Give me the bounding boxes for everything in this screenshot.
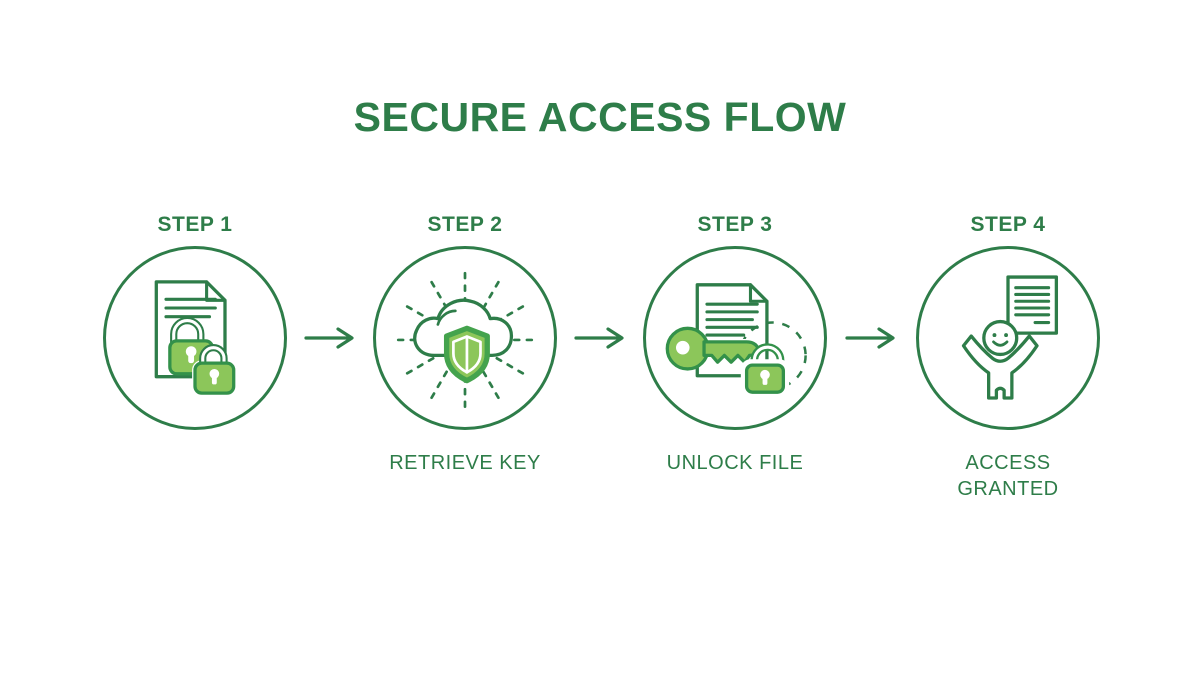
step-4-label: STEP 4: [970, 213, 1046, 236]
arrow-right-icon: [304, 327, 354, 349]
arrow-right-icon: [574, 327, 624, 349]
step-1-label: STEP 1: [157, 213, 233, 236]
person-with-file-icon: [961, 275, 1059, 400]
arrow-right-icon: [845, 327, 895, 349]
step-3-caption: UNLOCK FILE: [666, 452, 804, 474]
step-4-circle: [916, 246, 1100, 430]
page-title: SECURE ACCESS FLOW: [353, 94, 847, 140]
step-1-circle: [103, 246, 287, 430]
step-2-circle: [373, 246, 557, 430]
step-2-label: STEP 2: [427, 213, 503, 236]
step-1: STEP 1: [85, 214, 305, 450]
step-3-circle: [643, 246, 827, 430]
step-4: STEP 4 ACCESS GRANTED: [898, 214, 1118, 502]
key-unlock-file-icon: [665, 283, 807, 398]
step-3: STEP 3: [625, 214, 845, 476]
step-3-label: STEP 3: [697, 213, 773, 236]
cloud-shield-icon: [395, 270, 535, 410]
locked-file-icon: [154, 280, 237, 397]
step-2-caption: RETRIEVE KEY: [389, 452, 541, 474]
step-4-caption: ACCESS GRANTED: [957, 452, 1059, 500]
step-2: STEP 2: [355, 214, 575, 476]
